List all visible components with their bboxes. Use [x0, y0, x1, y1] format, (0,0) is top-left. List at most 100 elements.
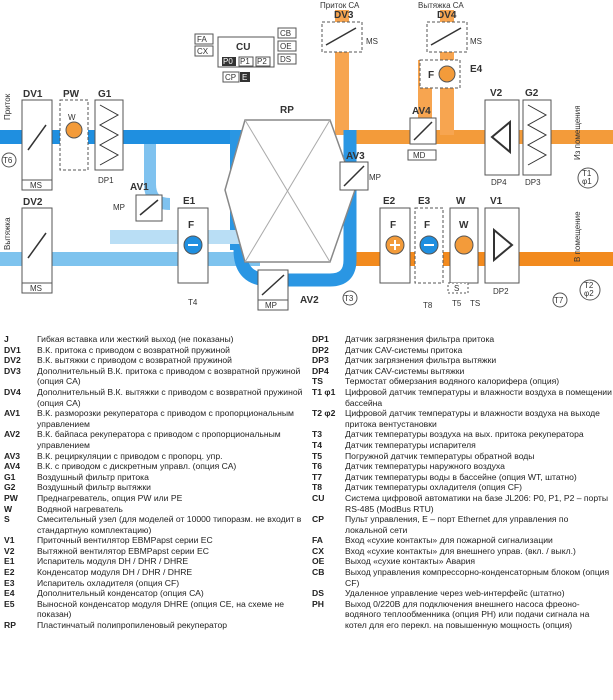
svg-text:MP: MP	[369, 173, 381, 182]
svg-text:φ1: φ1	[582, 177, 592, 186]
svg-text:CU: CU	[236, 42, 250, 53]
svg-text:T2: T2	[584, 281, 594, 290]
legend-code: DV2	[4, 355, 21, 366]
sensor-t7: T7	[552, 292, 568, 308]
legend-desc: Датчик CAV-системы вытяжки	[345, 365, 465, 376]
legend-code: TS	[312, 376, 323, 387]
unit-e4: F E4	[419, 59, 483, 89]
legend-desc: Вытяжной вентилятор EBMPapst серии EC	[37, 545, 209, 556]
svg-text:F: F	[428, 70, 434, 81]
svg-text:MP: MP	[113, 203, 125, 212]
legend-code: E2	[4, 567, 15, 578]
legend-row: DP3 Датчик загрязнения фильтра вытяжки	[312, 355, 612, 366]
svg-text:DP3: DP3	[525, 178, 541, 187]
legend-desc: Датчик загрязнения фильтра вытяжки	[345, 355, 497, 366]
svg-text:AV1: AV1	[130, 182, 149, 193]
svg-text:DP1: DP1	[98, 176, 114, 185]
unit-av2: MP AV2	[257, 269, 319, 311]
unit-dv2: MS DV2	[21, 197, 53, 294]
legend-code: E3	[4, 577, 15, 588]
svg-text:DP2: DP2	[493, 287, 509, 296]
legend-code: DP4	[312, 365, 329, 376]
legend-desc: Вход «сухие контакты» для пожарной сигна…	[345, 535, 553, 546]
unit-v2: V2 DP4	[484, 88, 520, 187]
unit-av4: MD AV4	[407, 106, 437, 161]
duct-bypass-blue	[233, 130, 357, 287]
ventilation-schematic: RP MS DV1 W PW G1 DP1 MS DV2 MP AV1 F	[0, 1, 613, 311]
legend-desc: Датчик температуры испарителя	[345, 439, 476, 450]
legend-desc: Цифровой датчик температуры и влажности …	[345, 386, 612, 408]
legend-code: E5	[4, 598, 15, 609]
legend-desc: В.К. разморозки рекуператора с приводом …	[37, 408, 294, 429]
svg-text:E4: E4	[470, 64, 483, 75]
legend-row: OE Выход «сухие контакты» Авария	[312, 556, 612, 567]
legend-desc: Преднагреватель, опция PW или PE	[37, 492, 183, 503]
svg-text:F: F	[188, 220, 194, 231]
svg-text:DV2: DV2	[23, 197, 43, 208]
legend-row: T7 Датчик температуры воды в бассейне (оп…	[312, 472, 612, 483]
svg-text:MS: MS	[30, 181, 42, 190]
legend-code: RP	[4, 620, 16, 631]
svg-text:T6: T6	[3, 156, 13, 165]
legend-code: OE	[312, 556, 325, 567]
legend-desc: Датчик CAV-системы притока	[345, 344, 463, 355]
unit-dv1: MS DV1	[21, 89, 53, 191]
svg-text:TS: TS	[470, 299, 480, 308]
svg-text:MD: MD	[413, 151, 426, 160]
legend-code: AV3	[4, 450, 21, 461]
svg-text:CX: CX	[197, 47, 209, 56]
legend-code: V2	[4, 545, 15, 556]
svg-text:P2: P2	[257, 57, 267, 66]
svg-text:T7: T7	[554, 296, 564, 305]
sensor-t3: T3	[342, 290, 358, 306]
legend-desc: Смесительный узел (для моделей от 10000 …	[37, 514, 302, 535]
unit-w: W S T5 TS W	[447, 196, 480, 308]
legend-desc: Датчик температуры воды в бассейне (опци…	[345, 471, 577, 482]
legend-code: T2 φ2	[312, 408, 336, 419]
svg-text:DV3: DV3	[334, 10, 354, 21]
svg-text:T5: T5	[452, 299, 462, 308]
legend-desc: Система цифровой автоматики на базе JL20…	[345, 492, 609, 514]
legend-code: DP2	[312, 344, 329, 355]
unit-pw: W PW	[59, 89, 89, 171]
svg-text:G1: G1	[98, 89, 112, 100]
legend-row: V2 Вытяжной вентилятор EBMPapst серии EC	[4, 546, 304, 557]
legend-code: CB	[312, 567, 325, 578]
legend-desc: Выход «сухие контакты» Авария	[345, 556, 476, 567]
legend-code: DV3	[4, 365, 21, 376]
legend-code: T7	[312, 471, 323, 482]
legend-desc: Дополнительный В.К. вытяжки с приводом с…	[37, 386, 303, 408]
legend-desc: Выход 0/220В для подключения внешнего на…	[345, 598, 590, 631]
svg-text:F: F	[390, 220, 396, 231]
svg-text:AV4: AV4	[412, 106, 431, 117]
legend-code: T5	[312, 450, 323, 461]
svg-text:MS: MS	[30, 284, 42, 293]
legend-code: DP3	[312, 355, 329, 366]
svg-text:MS: MS	[470, 37, 482, 46]
legend-code: CX	[312, 545, 324, 556]
svg-text:T3: T3	[344, 294, 354, 303]
label-rp: RP	[280, 105, 294, 116]
